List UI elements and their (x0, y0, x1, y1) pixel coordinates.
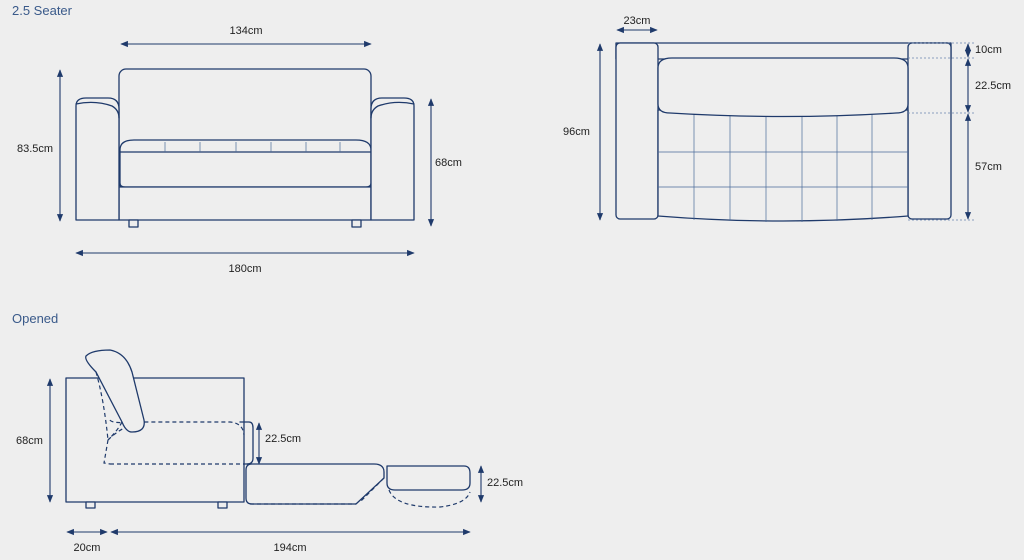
label-top-arm-width: 23cm (624, 15, 651, 27)
top-back-cushion (657, 57, 909, 118)
label-top-back-depth: 10cm (975, 44, 1002, 56)
front-seat-cushion (119, 139, 372, 188)
top-right-arm (907, 42, 952, 220)
front-foot-left (128, 219, 139, 228)
seater-section-title: 2.5 Seater (12, 3, 72, 18)
opened-foot-right (217, 501, 228, 509)
label-front-height: 83.5cm (17, 143, 53, 155)
front-foot-right (351, 219, 362, 228)
label-front-top-width: 134cm (229, 25, 262, 37)
opened-footrest (386, 465, 471, 491)
opened-foot-left (85, 501, 96, 509)
front-right-arm (370, 97, 415, 221)
label-opened-back-height: 22.5cm (265, 433, 301, 445)
top-seat-grid (658, 114, 908, 222)
opened-frame (65, 377, 245, 503)
top-left-arm (615, 42, 659, 220)
front-left-arm (75, 97, 120, 221)
top-back-frame (615, 42, 952, 60)
label-top-seat-depth: 57cm (975, 161, 1002, 173)
label-top-total-depth: 96cm (563, 126, 590, 138)
label-front-seat-height: 68cm (435, 157, 462, 169)
front-view: 134cm 83.5cm 68cm 180cm (17, 25, 462, 275)
label-opened-height: 68cm (16, 435, 43, 447)
top-view: 23cm 96cm 10cm 22.5cm 57cm (563, 15, 1011, 222)
label-opened-foot-height: 22.5cm (487, 477, 523, 489)
label-front-total-width: 180cm (228, 263, 261, 275)
label-opened-arm-width: 20cm (74, 542, 101, 554)
top-seat-area (657, 109, 909, 222)
label-top-cushion-depth: 22.5cm (975, 80, 1011, 92)
opened-headrest (85, 349, 145, 433)
front-base (118, 186, 372, 221)
opened-view: 68cm 22.5cm 22.5cm 20cm 194cm (16, 349, 523, 554)
opened-extension-1 (245, 463, 385, 505)
label-opened-total-length: 194cm (273, 542, 306, 554)
opened-section-title: Opened (12, 311, 59, 326)
